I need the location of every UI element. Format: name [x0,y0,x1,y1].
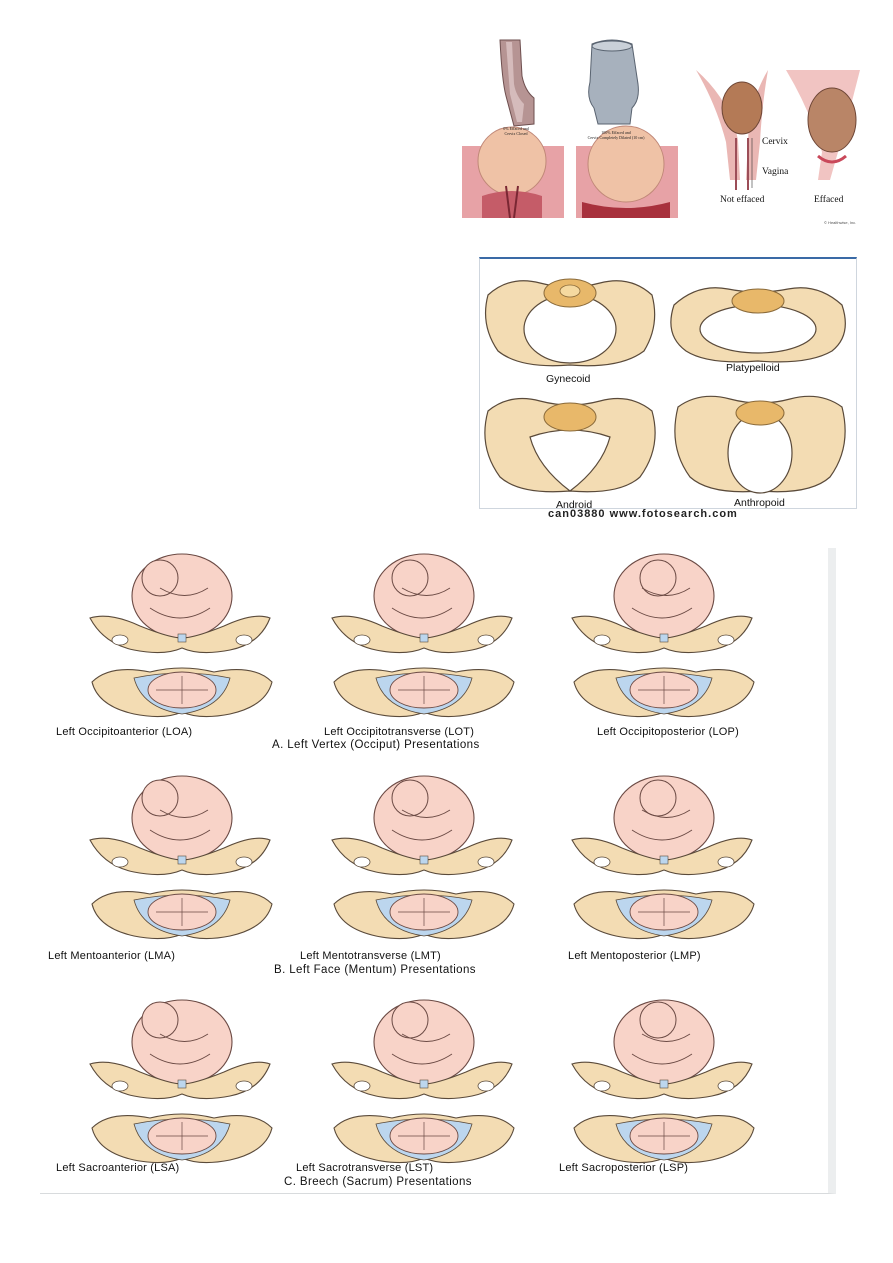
presentation-lot [332,554,514,717]
caption-lot: Left Occipitotransverse (LOT) [324,726,474,738]
closed-caption-line2: Cervix Closed [505,131,528,136]
label-not-effaced: Not effaced [720,195,764,205]
presentation-lmt [332,776,514,939]
pelvis-label-anthropoid: Anthropoid [734,497,785,509]
label-effaced: Effaced [814,195,843,205]
effacement-figure: Cervix Vagina Not effaced Effaced © Heal… [690,60,866,230]
fetal-presentations-figure: Left Occipitoanterior (LOA) Left Occipit… [40,548,836,1194]
presentation-lsa [90,1000,272,1163]
caption-lmt: Left Mentotransverse (LMT) [300,950,441,962]
fotosearch-watermark: can03880 www.fotosearch.com [548,508,738,520]
presentation-lma [90,776,272,939]
section-title-face: B. Left Face (Mentum) Presentations [274,964,476,976]
section-title-vertex: A. Left Vertex (Occiput) Presentations [272,739,480,751]
pelvis-label-gynecoid: Gynecoid [546,373,590,385]
label-cervix: Cervix [762,137,788,147]
label-vagina: Vagina [762,167,788,177]
presentations-illustration [40,548,826,1194]
presentation-lmp [572,776,754,939]
caption-lma: Left Mentoanterior (LMA) [48,950,175,962]
caption-lsa: Left Sacroanterior (LSA) [56,1162,179,1174]
caption-lst: Left Sacrotransverse (LST) [296,1162,433,1174]
presentation-lop [572,554,754,717]
section-title-breech: C. Breech (Sacrum) Presentations [284,1176,472,1188]
caption-lmp: Left Mentoposterior (LMP) [568,950,701,962]
presentation-lsp [572,1000,754,1163]
presentation-lst [332,1000,514,1163]
presentation-loa [90,554,272,717]
caption-lop: Left Occipitoposterior (LOP) [597,726,739,738]
healthwise-copyright: © Healthwise, Inc. [824,220,856,225]
caption-loa: Left Occipitoanterior (LOA) [56,726,192,738]
pelvis-illustration [480,259,857,509]
pelvis-label-platypelloid: Platypelloid [726,362,780,374]
caption-lsp: Left Sacroposterior (LSP) [559,1162,688,1174]
dilated-caption-line2: Cervix Completely Dilated (10 cm) [588,135,645,140]
pelvis-types-figure: Gynecoid Platypelloid Android Anthropoid [479,257,857,509]
cervix-dilation-figure: 0% Effaced and Cervix Closed 100% Efface… [462,36,680,218]
